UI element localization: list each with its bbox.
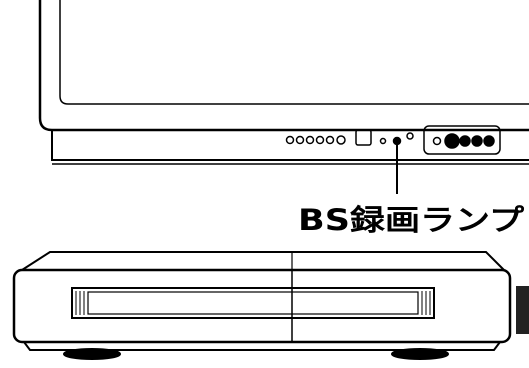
cassette-slot-inner bbox=[87, 291, 419, 315]
round-button-icon bbox=[336, 135, 346, 145]
round-button-icon bbox=[285, 135, 295, 145]
av-jack-icon bbox=[471, 135, 483, 147]
vcr-base bbox=[23, 341, 501, 351]
vcr-foot-right bbox=[391, 348, 449, 360]
bs-recording-lamp-icon bbox=[392, 136, 402, 146]
small-indicator-icon bbox=[379, 137, 387, 145]
round-button-icon bbox=[295, 135, 305, 145]
side-tab bbox=[516, 286, 529, 334]
round-button-icon bbox=[325, 135, 335, 145]
round-button-icon bbox=[305, 135, 315, 145]
av-jack-icon bbox=[459, 135, 471, 147]
callout-label: BS録画ランプ bbox=[298, 203, 525, 237]
tv-outer-frame bbox=[38, 0, 529, 132]
av-jack-icon bbox=[444, 133, 460, 149]
tv-set bbox=[38, 0, 529, 165]
vcr-top-surface bbox=[21, 251, 505, 271]
round-button-icon bbox=[315, 135, 325, 145]
cassette-slot bbox=[71, 287, 435, 319]
small-indicator-icon bbox=[406, 132, 414, 140]
vcr-unit bbox=[12, 251, 512, 360]
av-jack-panel bbox=[423, 125, 501, 155]
av-jack-icon bbox=[483, 135, 495, 147]
tv-screen-edge bbox=[59, 0, 529, 105]
square-button-icon bbox=[355, 129, 372, 146]
av-jack-icon bbox=[432, 136, 442, 146]
tv-controls bbox=[285, 125, 501, 155]
vcr-foot-left bbox=[63, 348, 121, 360]
tv-base-panel bbox=[51, 130, 529, 161]
